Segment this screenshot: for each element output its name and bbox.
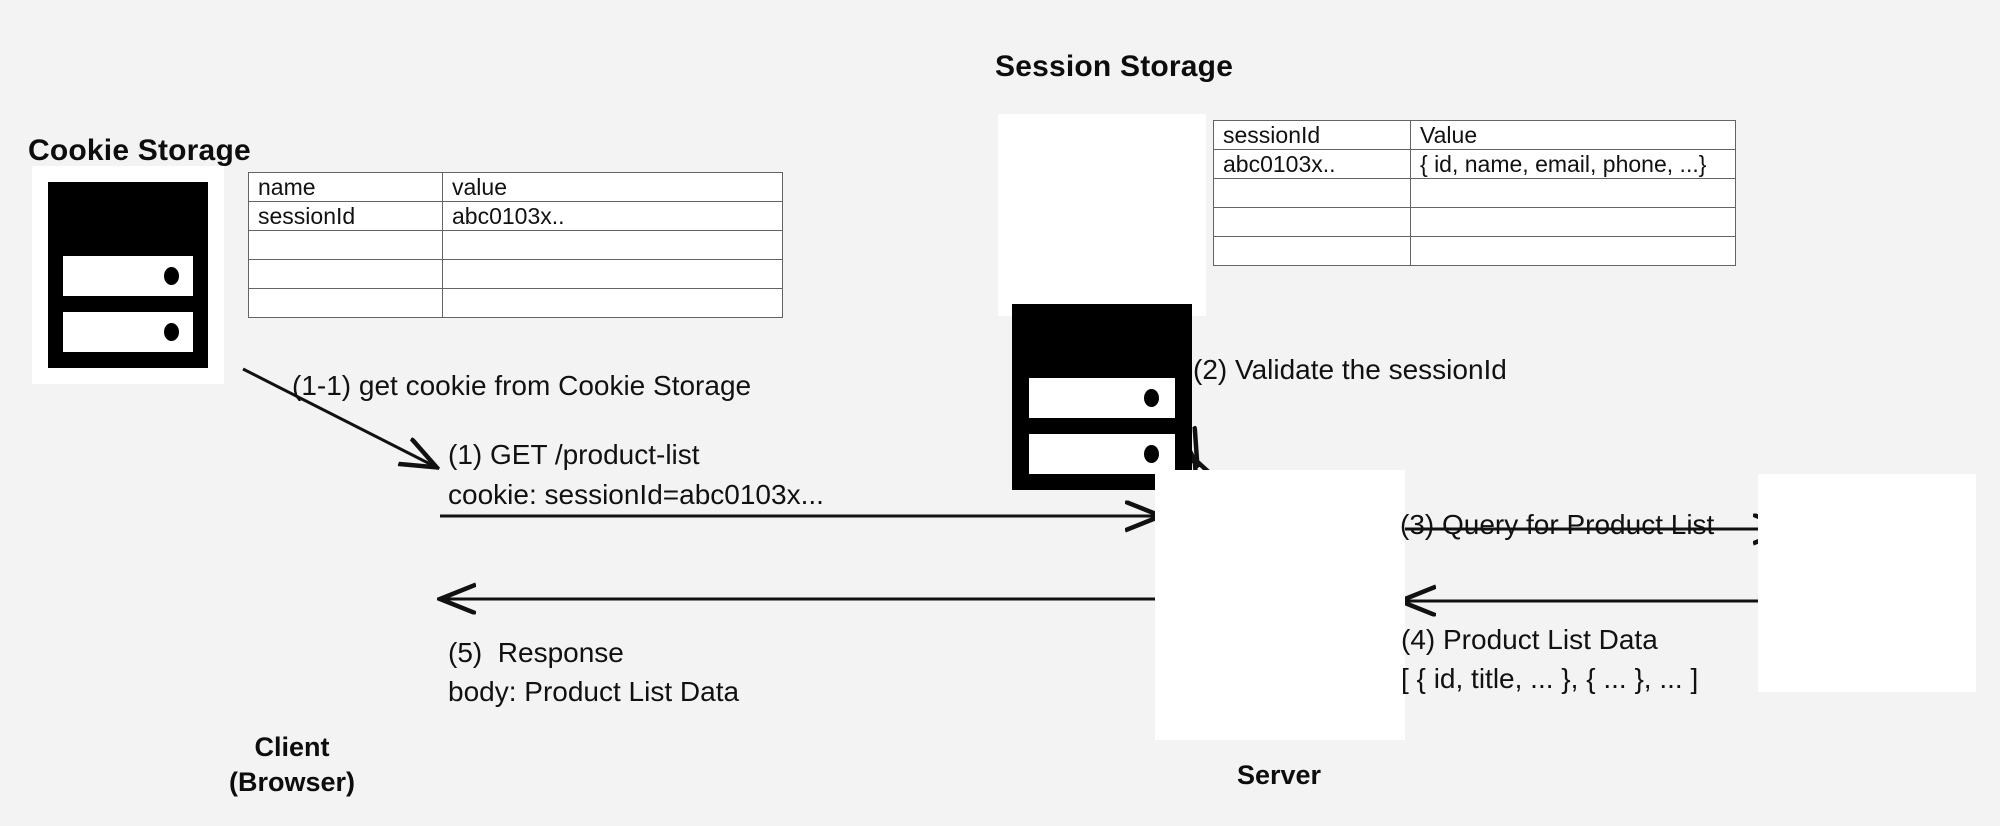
storage-rack-icon <box>1012 304 1192 490</box>
server-icon-plate <box>1155 470 1405 740</box>
table-cell: abc0103x.. <box>1213 149 1411 179</box>
table-cell <box>442 230 783 260</box>
label-step-1-line1: (1) GET /product-list <box>448 439 700 470</box>
session-storage-title: Session Storage <box>995 50 1234 83</box>
table-cell <box>1410 207 1736 237</box>
database-icon-plate <box>1758 474 1976 692</box>
table-cell <box>1213 236 1411 266</box>
table-header-cell: value <box>442 172 783 202</box>
table-cell <box>1410 178 1736 208</box>
table-header-cell: sessionId <box>1213 120 1411 150</box>
session-storage-icon-plate <box>998 114 1206 316</box>
label-step-4-line1: (4) Product List Data <box>1401 624 1658 655</box>
table-header-cell: Value <box>1410 120 1736 150</box>
table-header-cell: name <box>248 172 443 202</box>
label-step-2: (2) Validate the sessionId <box>1193 354 1507 385</box>
label-step-5-line2: body: Product List Data <box>448 676 740 707</box>
storage-bay <box>63 256 193 297</box>
table-row <box>248 259 783 289</box>
table-row <box>1213 178 1736 208</box>
table-cell: { id, name, email, phone, ...} <box>1410 149 1736 179</box>
table-cell <box>248 230 443 260</box>
table-row <box>248 288 783 318</box>
table-cell <box>1410 236 1736 266</box>
label-step-5-line1: (5) Response <box>448 637 624 668</box>
cookie-storage-title: Cookie Storage <box>28 134 251 167</box>
table-row <box>1213 236 1736 266</box>
storage-rack-icon <box>48 182 208 368</box>
label-step-1-line2: cookie: sessionId=abc0103x... <box>448 479 824 510</box>
storage-bay <box>63 312 193 353</box>
server-caption: Server <box>1236 760 1322 790</box>
table-cell <box>1213 178 1411 208</box>
storage-led-icon <box>1143 445 1159 464</box>
table-row <box>248 230 783 260</box>
storage-led-icon <box>163 267 179 286</box>
table-cell <box>248 288 443 318</box>
label-step-1-1: (1-1) get cookie from Cookie Storage <box>292 370 752 401</box>
table-row <box>1213 207 1736 237</box>
storage-bay <box>1029 378 1175 419</box>
table-cell <box>442 288 783 318</box>
storage-led-icon <box>1143 389 1159 408</box>
storage-led-icon <box>163 323 179 342</box>
table-cell: abc0103x.. <box>442 201 783 231</box>
label-step-3: (3) Query for Product List <box>1400 509 1715 540</box>
table-row: abc0103x..{ id, name, email, phone, ...} <box>1213 149 1736 179</box>
client-caption: Client (Browser) <box>228 732 356 797</box>
table-cell <box>442 259 783 289</box>
table-cell <box>1213 207 1411 237</box>
table-cell: sessionId <box>248 201 443 231</box>
label-step-4-line2: [ { id, title, ... }, { ... }, ... ] <box>1401 663 1699 694</box>
table-cell <box>248 259 443 289</box>
storage-bay <box>1029 434 1175 475</box>
